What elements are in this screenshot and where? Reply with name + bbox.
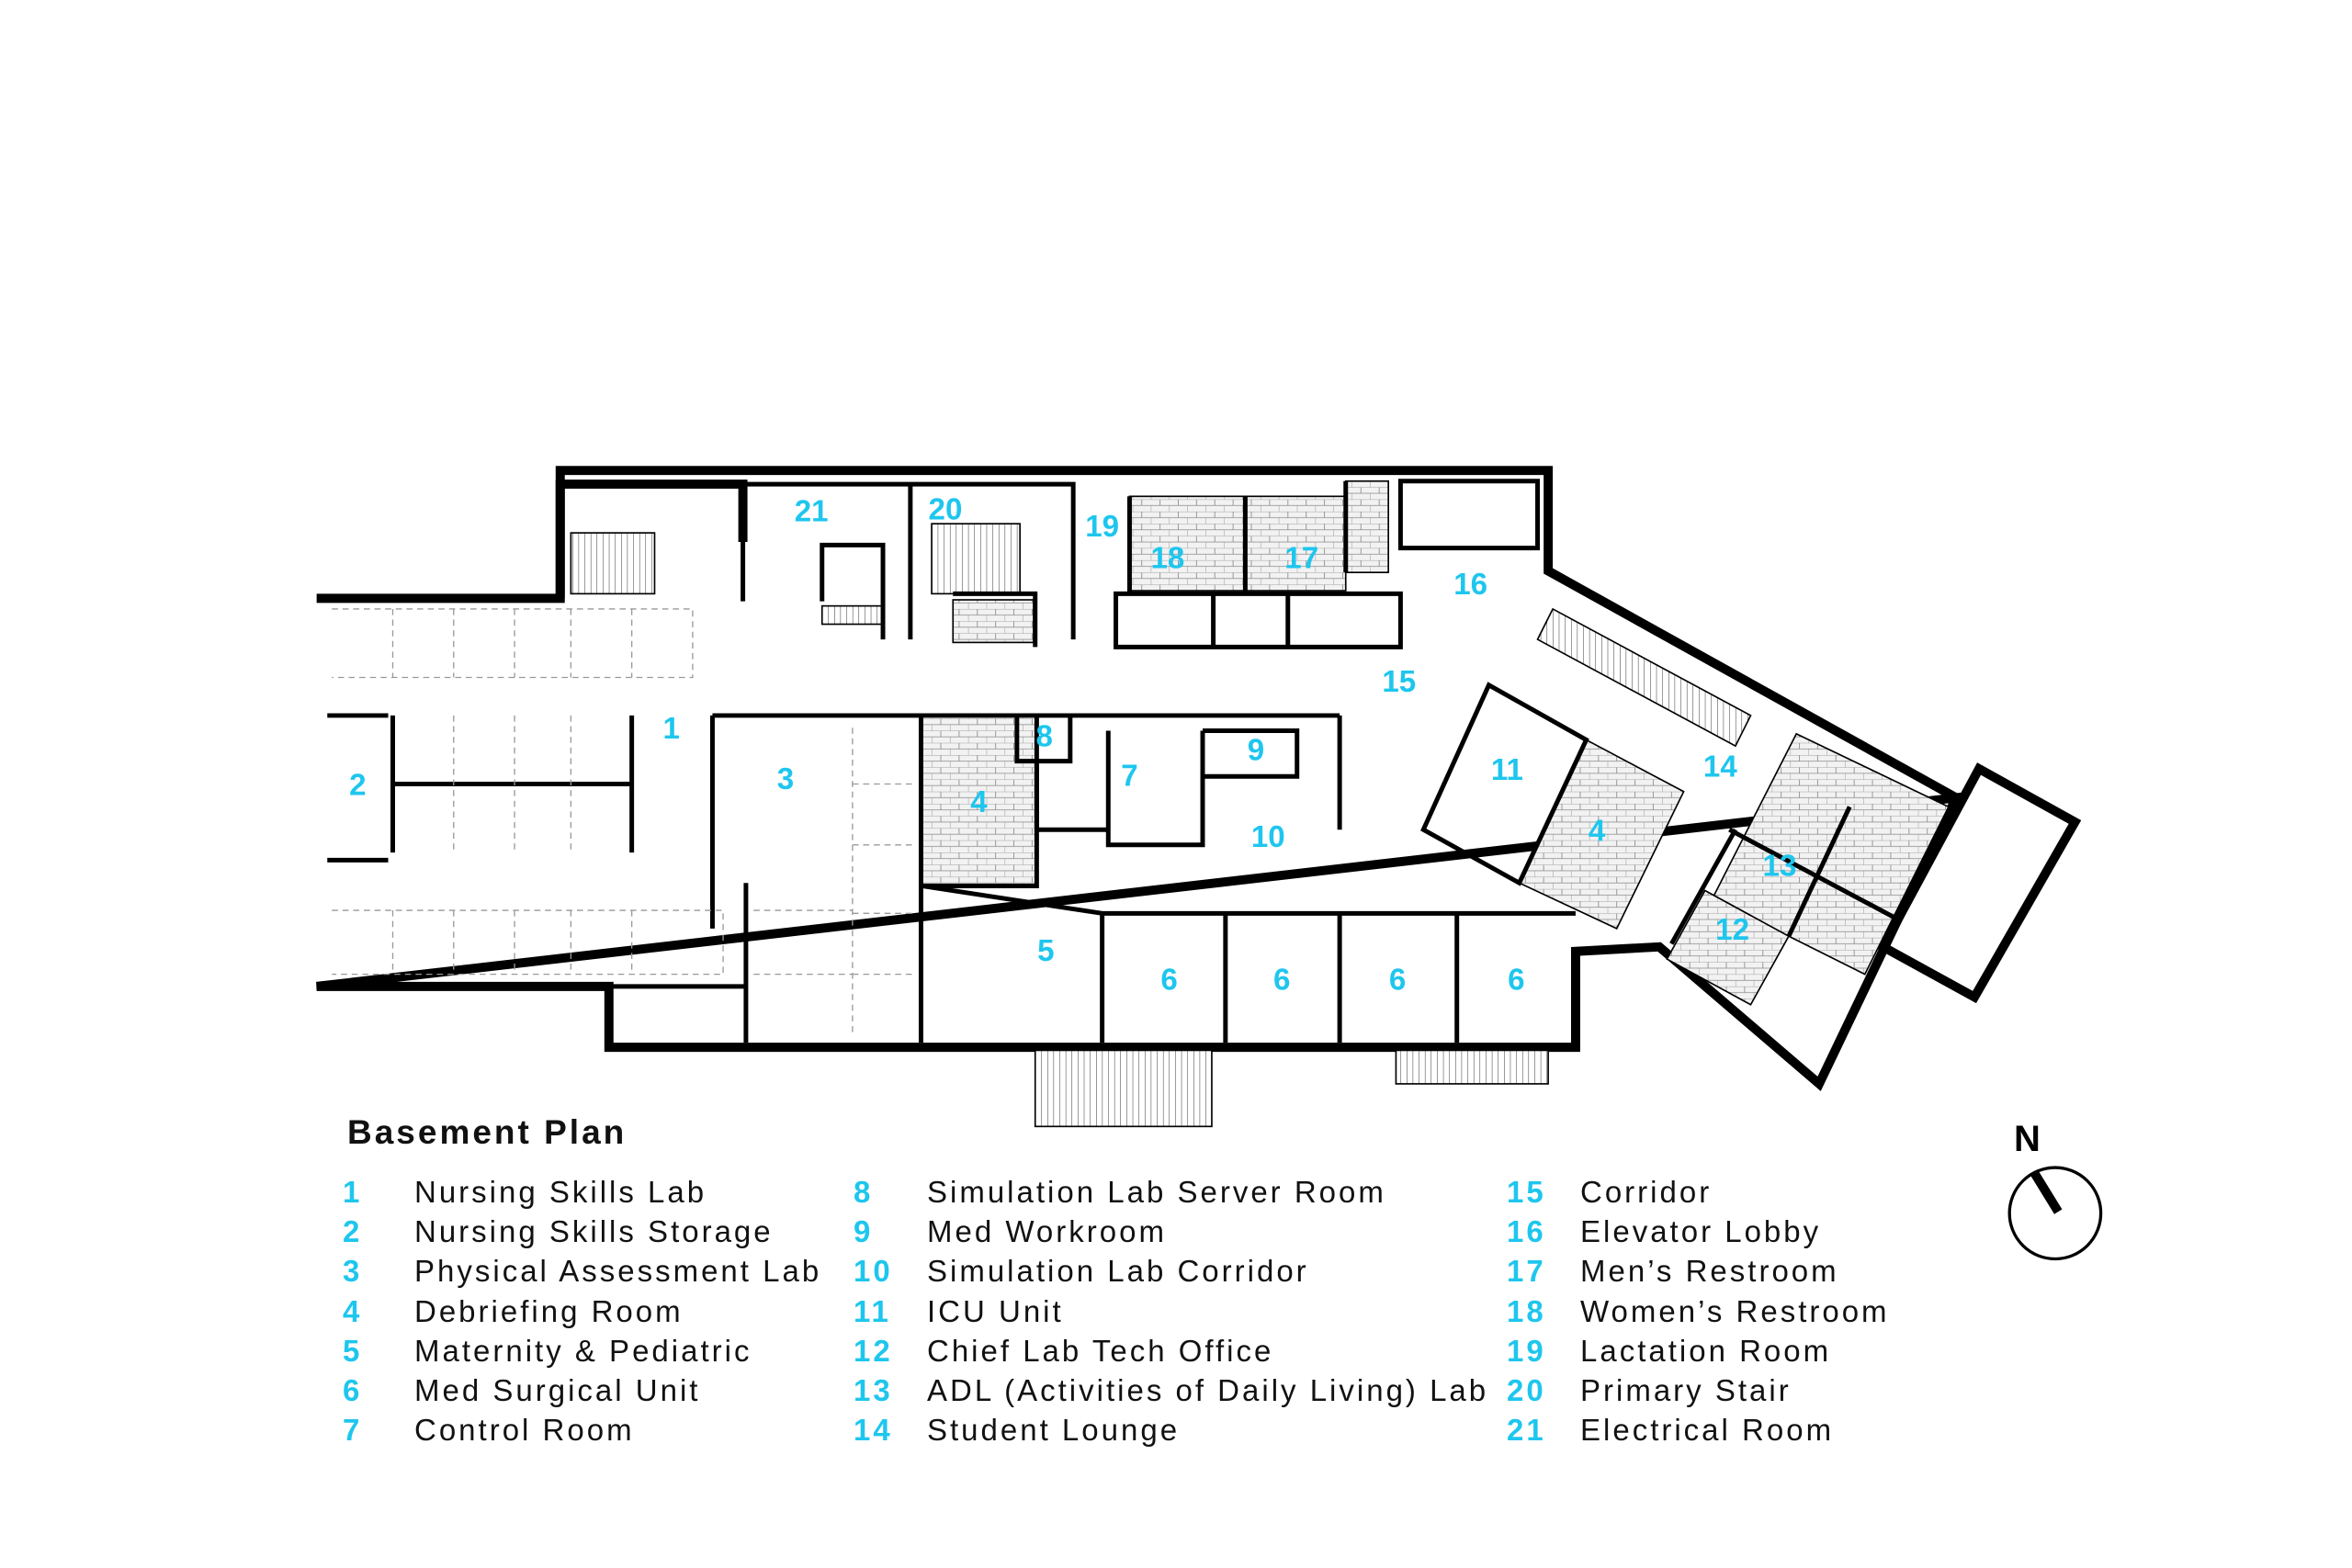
legend-number: 14 bbox=[854, 1413, 893, 1448]
legend-room-name: Primary Stair bbox=[1580, 1372, 1792, 1407]
legend-number: 6 bbox=[343, 1372, 363, 1407]
legend-number: 10 bbox=[854, 1254, 893, 1289]
legend-number: 12 bbox=[854, 1333, 893, 1368]
legend-number: 4 bbox=[343, 1293, 363, 1328]
exterior-walls bbox=[316, 466, 2082, 1091]
north-arrow-icon bbox=[2007, 1166, 2103, 1261]
legend-number: 7 bbox=[343, 1413, 363, 1448]
room-label-13: 13 bbox=[1763, 849, 1797, 883]
legend-room-name: Corridor bbox=[1580, 1175, 1713, 1209]
room-label-11: 11 bbox=[1491, 753, 1523, 787]
room-label-18: 18 bbox=[1150, 542, 1184, 576]
room-label-5: 5 bbox=[1037, 934, 1054, 968]
legend-number: 19 bbox=[1507, 1333, 1546, 1368]
exterior-annex bbox=[1876, 762, 2082, 1004]
legend-room-name: Chief Lab Tech Office bbox=[927, 1333, 1274, 1368]
legend-number: 3 bbox=[343, 1254, 363, 1289]
legend-number: 2 bbox=[343, 1214, 363, 1249]
room-label-8: 8 bbox=[1035, 720, 1052, 754]
legend-room-name: Nursing Skills Storage bbox=[414, 1214, 774, 1249]
room-labels: 1 2 3 4 4 5 6 6 6 6 7 8 9 10 11 12 13 14… bbox=[349, 493, 1796, 998]
legend-room-name: Maternity & Pediatric bbox=[414, 1333, 752, 1368]
room-label-4: 4 bbox=[970, 785, 988, 819]
plan-title: Basement Plan bbox=[347, 1113, 628, 1151]
room-label-3: 3 bbox=[777, 762, 794, 796]
legend-room-name: ICU Unit bbox=[927, 1293, 1064, 1328]
legend-room-name: Physical Assessment Lab bbox=[414, 1254, 822, 1289]
legend-number: 17 bbox=[1507, 1254, 1546, 1289]
room-label-6: 6 bbox=[1389, 964, 1406, 998]
room-label-17: 17 bbox=[1284, 542, 1318, 576]
legend-room-name: Men’s Restroom bbox=[1580, 1254, 1839, 1289]
room-label-12: 12 bbox=[1715, 913, 1749, 947]
compass-north-label: N bbox=[2014, 1119, 2041, 1159]
room-label-6: 6 bbox=[1508, 964, 1524, 998]
legend-room-name: Nursing Skills Lab bbox=[414, 1175, 707, 1209]
legend-number: 16 bbox=[1507, 1214, 1546, 1249]
legend-number: 21 bbox=[1507, 1413, 1546, 1448]
legend-number: 11 bbox=[854, 1293, 891, 1328]
legend-room-name: Control Room bbox=[414, 1413, 635, 1448]
legend-number: 8 bbox=[854, 1175, 874, 1209]
room-label-7: 7 bbox=[1121, 760, 1137, 794]
legend-number: 5 bbox=[343, 1333, 363, 1368]
legend-room-name: Women’s Restroom bbox=[1580, 1293, 1890, 1328]
stairs bbox=[570, 523, 1752, 1128]
legend-number: 15 bbox=[1507, 1175, 1546, 1209]
room-label-2: 2 bbox=[349, 769, 366, 803]
legend-room-name: Simulation Lab Corridor bbox=[927, 1254, 1309, 1289]
legend-room-name: Simulation Lab Server Room bbox=[927, 1175, 1386, 1209]
room-label-4: 4 bbox=[1589, 814, 1606, 848]
room-label-15: 15 bbox=[1382, 665, 1416, 699]
room-label-1: 1 bbox=[662, 712, 679, 746]
room-label-6: 6 bbox=[1273, 964, 1290, 998]
room-label-10: 10 bbox=[1251, 820, 1285, 854]
legend-room-name: Electrical Room bbox=[1580, 1413, 1835, 1448]
legend-room-name: Student Lounge bbox=[927, 1413, 1181, 1448]
legend-number: 9 bbox=[854, 1214, 874, 1249]
room-label-9: 9 bbox=[1248, 733, 1264, 767]
interior-walls bbox=[327, 479, 1897, 1043]
legend-number: 1 bbox=[343, 1175, 363, 1209]
legend-room-name: Med Workroom bbox=[927, 1214, 1167, 1249]
legend-room-name: ADL (Activities of Daily Living) Lab bbox=[927, 1372, 1489, 1407]
legend-room-name: Med Surgical Unit bbox=[414, 1372, 701, 1407]
room-label-6: 6 bbox=[1160, 964, 1177, 998]
room-label-21: 21 bbox=[795, 494, 829, 528]
room-label-20: 20 bbox=[929, 493, 963, 527]
legend-number: 18 bbox=[1507, 1293, 1546, 1328]
legend-room-name: Debriefing Room bbox=[414, 1293, 684, 1328]
legend-number: 20 bbox=[1507, 1372, 1546, 1407]
legend-room-name: Elevator Lobby bbox=[1580, 1214, 1822, 1249]
curtain-lines bbox=[332, 608, 914, 1035]
room-label-16: 16 bbox=[1453, 568, 1487, 602]
legend-room-name: Lactation Room bbox=[1580, 1333, 1832, 1368]
room-label-14: 14 bbox=[1703, 750, 1737, 784]
room-label-19: 19 bbox=[1085, 510, 1119, 544]
legend-number: 13 bbox=[854, 1372, 893, 1407]
